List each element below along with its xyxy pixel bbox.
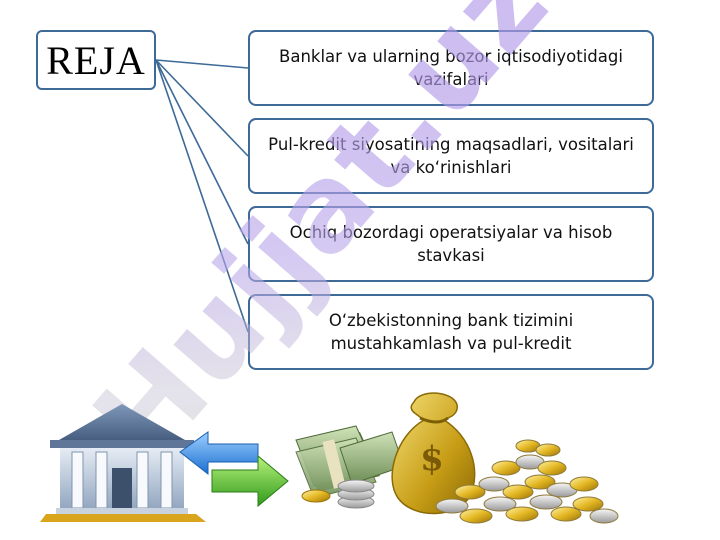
topic-box-1: Banklar va ularning bozor iqtisodiyotida… bbox=[248, 30, 654, 106]
connector-1 bbox=[155, 59, 249, 69]
coin-pile-icon bbox=[435, 439, 619, 524]
banknote-stack-icon bbox=[295, 425, 405, 499]
connector-3 bbox=[155, 59, 249, 245]
plan-heading-label: REJA bbox=[46, 37, 146, 83]
connector-2 bbox=[155, 59, 249, 157]
svg-text:$: $ bbox=[420, 439, 444, 479]
topic-text-1: Banklar va ularning bozor iqtisodiyotida… bbox=[279, 47, 623, 89]
bank-building-icon bbox=[40, 404, 206, 522]
topic-text-3: Ochiq bozordagi operatsiyalar va hisob s… bbox=[289, 223, 613, 265]
topic-text-4: O‘zbekistonning bank tizimini mustahkaml… bbox=[328, 311, 574, 353]
topic-text-2: Pul-kredit siyosatining maqsadlari, vosi… bbox=[268, 135, 634, 177]
green-arrow-icon bbox=[211, 454, 289, 508]
blue-arrow-icon bbox=[179, 431, 259, 476]
silver-coin-stack-icon bbox=[301, 479, 375, 509]
topic-box-4: O‘zbekistonning bank tizimini mustahkaml… bbox=[248, 294, 654, 370]
topic-box-3: Ochiq bozordagi operatsiyalar va hisob s… bbox=[248, 206, 654, 282]
connector-4 bbox=[155, 59, 249, 333]
topic-box-2: Pul-kredit siyosatining maqsadlari, vosi… bbox=[248, 118, 654, 194]
plan-heading: REJA bbox=[36, 30, 156, 90]
